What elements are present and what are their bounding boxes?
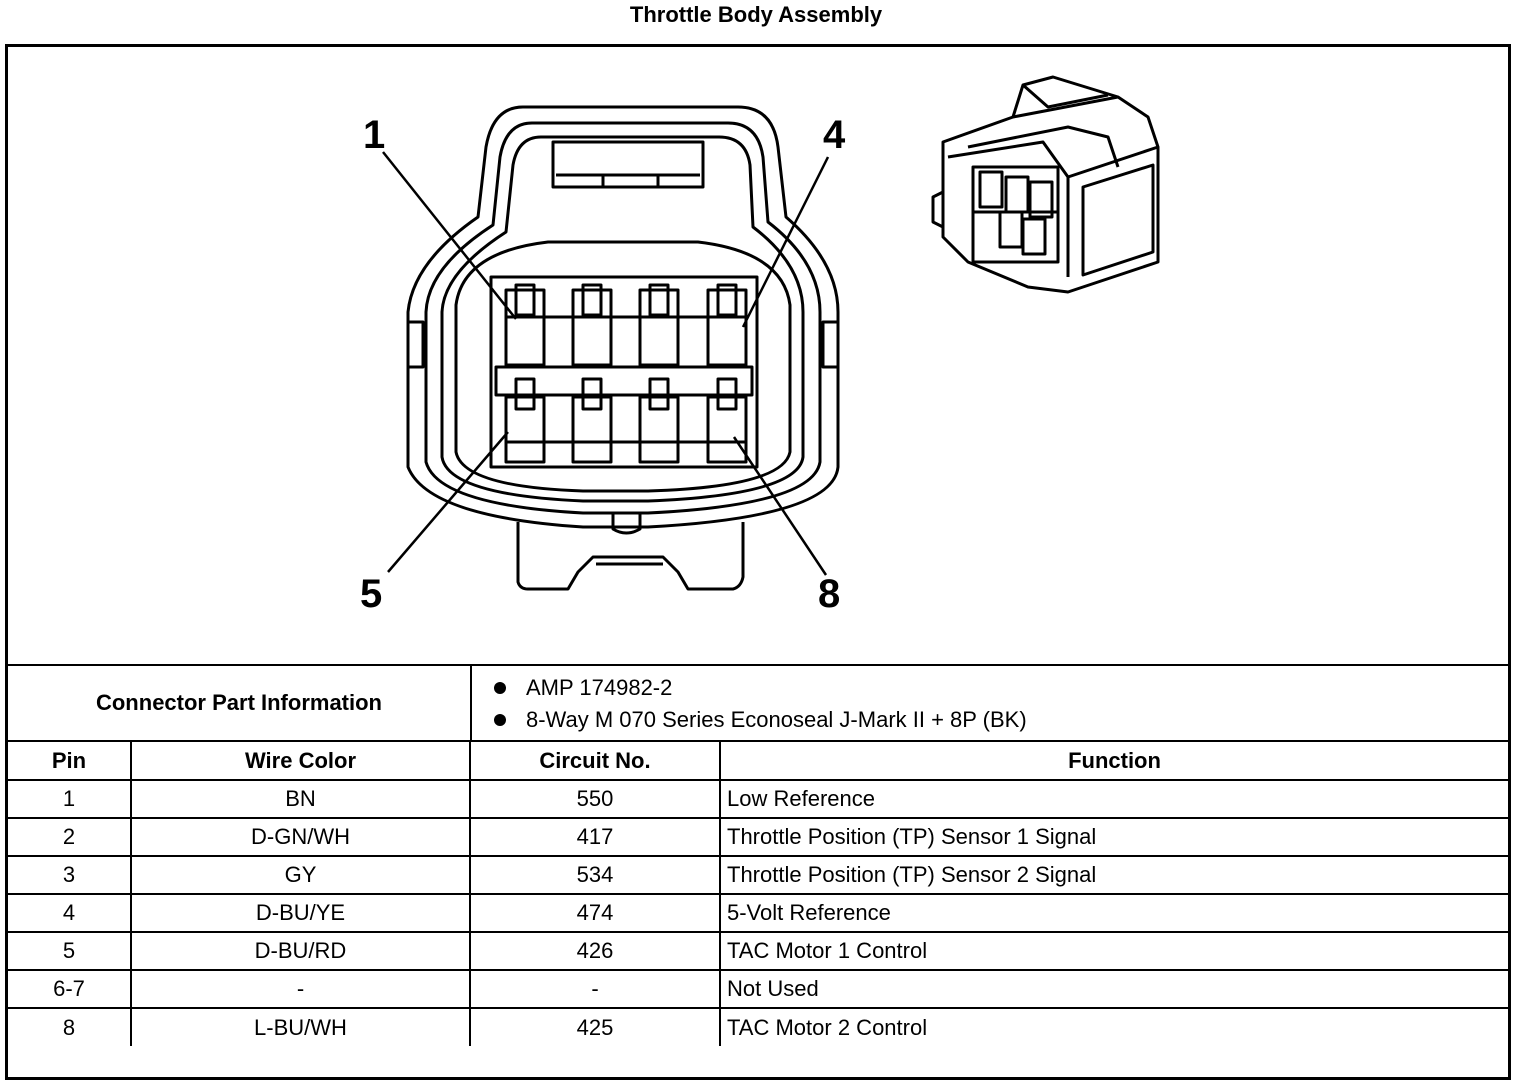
wire-color-cell: BN [130,779,471,819]
connector-side-tab-right [821,320,838,369]
connector-side-tab-left [408,320,425,369]
circuit-no-cell: 534 [469,855,721,895]
table-row: 1 BN 550 Low Reference [8,779,1508,819]
leader-line-pin-8 [732,436,828,576]
circuit-no-cell: 550 [469,779,721,819]
function-cell: Not Used [719,969,1508,1009]
wire-color-cell: D-BU/RD [130,931,471,971]
wire-color-cell: GY [130,855,471,895]
connector-isometric-view [931,75,1160,294]
connector-sheet: 1 4 5 8 Connector Part Information AMP 1… [5,44,1511,1080]
table-row: 4 D-BU/YE 474 5-Volt Reference [8,893,1508,933]
pin-callout-4: 4 [823,113,846,157]
pin-cell: 8 [8,1007,132,1046]
table-header-row: Pin Wire Color Circuit No. Function [8,742,1508,781]
wire-color-cell: D-GN/WH [130,817,471,857]
pin-cell: 5 [8,931,132,971]
column-header-pin: Pin [8,742,132,781]
pin-cell: 3 [8,855,132,895]
pin-callout-1: 1 [363,113,386,157]
circuit-no-cell: 474 [469,893,721,933]
function-cell: TAC Motor 1 Control [719,931,1508,971]
bullet-icon [494,682,506,694]
list-item: 8-Way M 070 Series Econoseal J-Mark II +… [490,704,1027,736]
table-row: 6-7 - - Not Used [8,969,1508,1009]
function-cell: Throttle Position (TP) Sensor 2 Signal [719,855,1508,895]
leader-line-pin-5 [387,431,509,573]
table-row: 5 D-BU/RD 426 TAC Motor 1 Control [8,931,1508,971]
table-row: 2 D-GN/WH 417 Throttle Position (TP) Sen… [8,817,1508,857]
leader-line-pin-4 [741,156,830,328]
leader-line-pin-1 [382,151,517,320]
wire-color-cell: L-BU/WH [130,1007,471,1046]
circuit-no-cell: 417 [469,817,721,857]
circuit-no-cell: 425 [469,1007,721,1046]
column-header-circuit-no: Circuit No. [469,742,721,781]
function-cell: 5-Volt Reference [719,893,1508,933]
terminal-cavity-block [489,275,759,469]
connector-bottom-key [516,522,745,591]
function-cell: Throttle Position (TP) Sensor 1 Signal [719,817,1508,857]
pin-table: Pin Wire Color Circuit No. Function 1 BN… [8,742,1508,1046]
connector-face-drawing [382,75,1160,591]
circuit-no-cell: - [469,969,721,1009]
connector-latch [551,140,705,189]
table-row: 3 GY 534 Throttle Position (TP) Sensor 2… [8,855,1508,895]
list-item: AMP 174982-2 [490,672,1027,704]
wire-color-cell: D-BU/YE [130,893,471,933]
bullet-icon [494,714,506,726]
connector-part-information: Connector Part Information AMP 174982-2 … [8,666,1508,742]
table-row: 8 L-BU/WH 425 TAC Motor 2 Control [8,1007,1508,1046]
pin-cell: 1 [8,779,132,819]
terminal-cavities-bottom-row [504,377,748,464]
page-title: Throttle Body Assembly [629,2,883,27]
pin-callout-8: 8 [818,572,841,616]
circuit-no-cell: 426 [469,931,721,971]
pin-callout-5: 5 [360,572,383,616]
part-number: AMP 174982-2 [526,675,673,700]
connector-description: 8-Way M 070 Series Econoseal J-Mark II +… [526,707,1027,732]
pin-cell: 4 [8,893,132,933]
connector-part-info-list: AMP 174982-2 8-Way M 070 Series Econosea… [490,672,1027,736]
wire-color-cell: - [130,969,471,1009]
connector-drawing-panel: 1 4 5 8 [8,47,1508,666]
column-header-function: Function [719,742,1508,781]
function-cell: Low Reference [719,779,1508,819]
column-header-wire-color: Wire Color [130,742,471,781]
pin-cell: 2 [8,817,132,857]
terminal-cavities-top-row [504,283,748,367]
pin-cell: 6-7 [8,969,132,1009]
function-cell: TAC Motor 2 Control [719,1007,1508,1046]
connector-part-info-label: Connector Part Information [8,666,472,740]
